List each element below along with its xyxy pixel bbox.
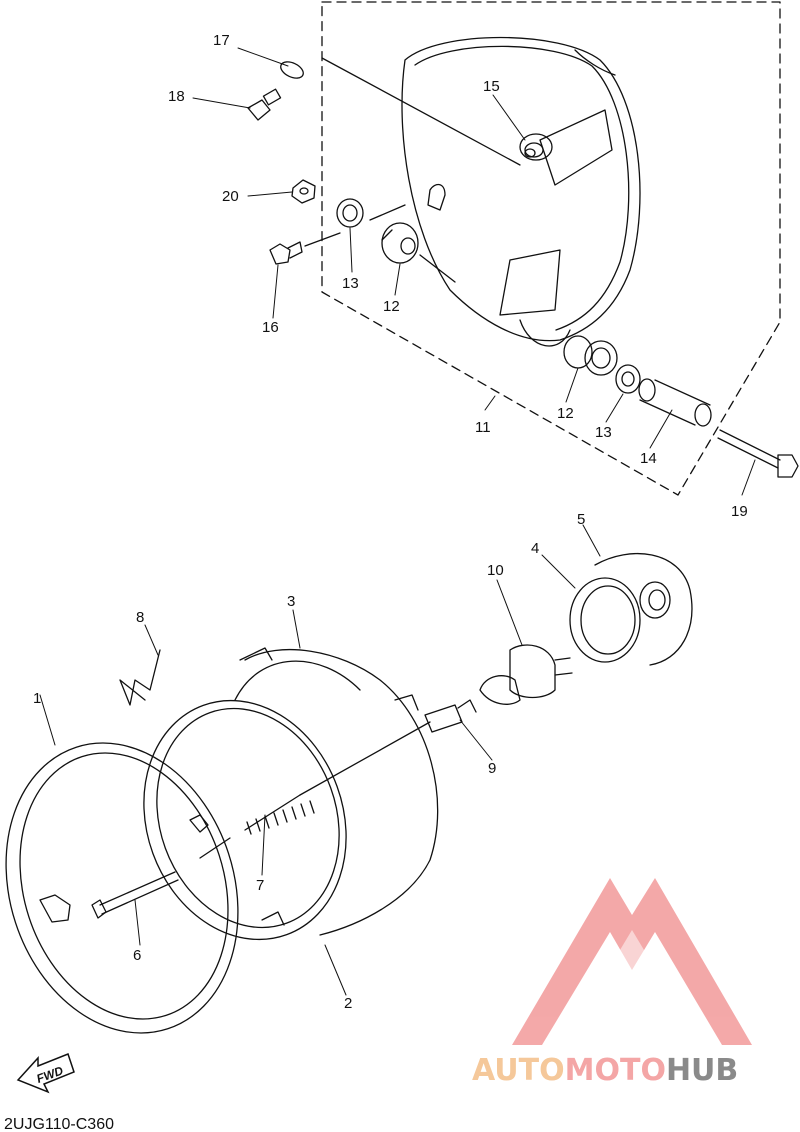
grommet-15 [519, 133, 553, 161]
bolt-18 [247, 88, 282, 121]
headlight-housing [401, 36, 641, 347]
watermark-part-hub: HUB [666, 1053, 738, 1088]
washer-17 [280, 61, 304, 79]
screw-6 [91, 871, 179, 919]
spacer-14 [638, 378, 712, 427]
damper-13b [615, 364, 641, 394]
watermark-part-moto: MOTO [565, 1053, 666, 1088]
watermark-logo [512, 878, 752, 1045]
callout-labels: 17 18 15 20 13 12 16 11 12 13 14 19 5 4 … [33, 32, 748, 1012]
dust-cover-4 [569, 577, 641, 663]
callout-11: 11 [475, 419, 491, 436]
callout-14: 14 [640, 450, 657, 467]
leader-lines [39, 47, 756, 996]
callout-7: 7 [256, 877, 264, 894]
callout-6: 6 [133, 947, 141, 964]
headlight-body-3 [234, 647, 439, 936]
callout-13a: 13 [342, 275, 359, 292]
wire-clip-8 [119, 649, 161, 706]
spring-7 [199, 721, 431, 859]
bolt-19 [717, 429, 799, 478]
callout-8: 8 [136, 609, 144, 626]
svg-text:AUTOMOTOHUB: AUTOMOTOHUB [472, 1053, 738, 1088]
callout-5: 5 [577, 511, 585, 528]
callout-17: 17 [213, 32, 230, 49]
callout-12b: 12 [557, 405, 574, 422]
callout-16: 16 [262, 319, 279, 336]
collar-12b [563, 335, 618, 376]
callout-9: 9 [488, 760, 496, 777]
callout-10: 10 [487, 562, 504, 579]
callout-13b: 13 [595, 424, 612, 441]
diagram-code: 2UJG110-C360 [4, 1116, 114, 1132]
callout-18: 18 [168, 88, 185, 105]
socket-9 [424, 699, 477, 733]
bulb-10 [479, 644, 573, 705]
callout-20: 20 [222, 188, 239, 205]
reflector-ring-2 [143, 699, 347, 941]
callout-12a: 12 [383, 298, 400, 315]
nut-20 [291, 179, 316, 204]
callout-15: 15 [483, 78, 500, 95]
damper-13a [336, 198, 364, 228]
callout-3: 3 [287, 593, 295, 610]
callout-19: 19 [731, 503, 748, 520]
callout-1: 1 [33, 690, 41, 707]
headlight-rim-1 [5, 742, 239, 1034]
assembly-boundary-dashed [321, 1, 781, 496]
screw-16 [269, 241, 303, 265]
callout-4: 4 [531, 540, 539, 557]
watermark-text: AUTOMOTOHUB [472, 1053, 738, 1088]
callout-2: 2 [344, 995, 352, 1012]
fwd-arrow: FWD [16, 1053, 75, 1094]
socket-cover-5 [594, 553, 693, 666]
watermark-part-auto: AUTO [472, 1053, 565, 1088]
watermark-logo-mark [512, 878, 752, 1045]
collar-12a [381, 222, 419, 264]
